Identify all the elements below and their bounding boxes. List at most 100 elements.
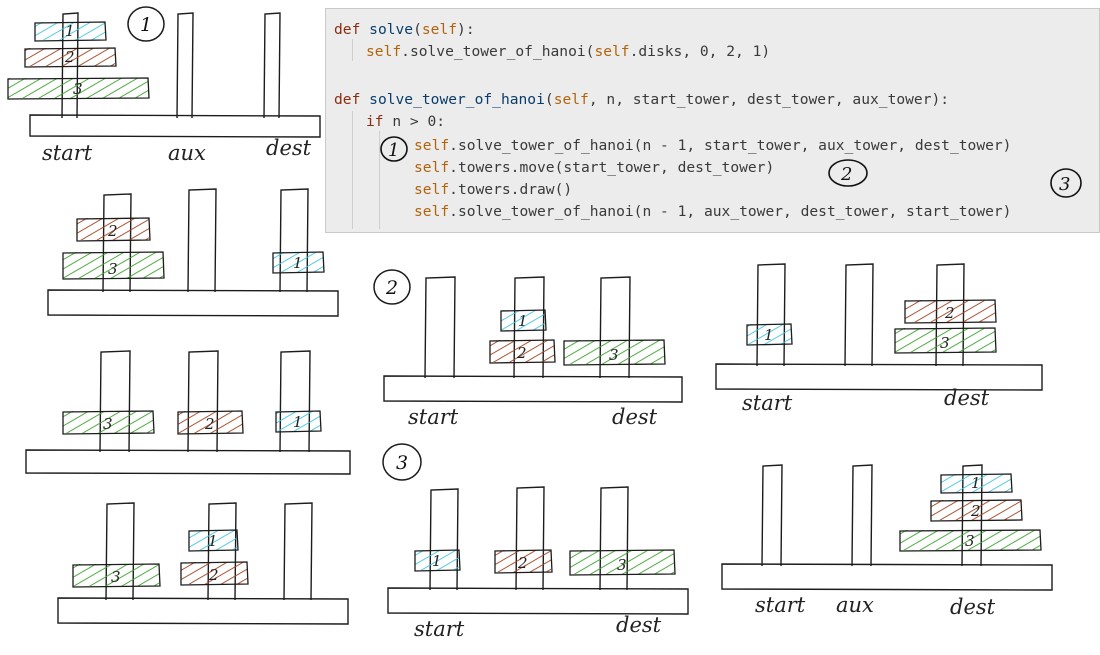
disk-3-label: 3: [103, 415, 113, 433]
disk-outline: [272, 251, 325, 274]
disk-2-label: 2: [107, 222, 118, 240]
disk-3: [894, 327, 997, 354]
disk-outline: [76, 217, 151, 242]
tower-peg: [263, 12, 281, 119]
label-dest: dest: [944, 386, 990, 410]
disk-outline: [746, 323, 793, 346]
step-marker-1-circle: [380, 136, 408, 162]
label-start: start: [408, 405, 459, 429]
code-text: (: [413, 21, 422, 38]
disk-hatch: [35, 22, 105, 40]
keyword-def: def: [334, 21, 361, 38]
code-text: .towers.move(start_tower, dest_tower): [449, 159, 775, 176]
disk-1-label: 1: [293, 413, 303, 431]
disk-3: [563, 339, 666, 366]
step-marker-3-circle: [1050, 168, 1082, 198]
disk-hatch: [63, 252, 163, 278]
disk-3-label: 3: [617, 556, 627, 574]
tower-peg: [851, 464, 873, 567]
tower-peg: [105, 502, 135, 601]
disk-hatch: [931, 500, 1021, 520]
code-text: n > 0:: [383, 113, 446, 130]
tower-peg: [61, 12, 79, 119]
tower-base: [387, 587, 689, 615]
disk-2-label: 2: [517, 554, 528, 572]
disk-hatch: [181, 562, 247, 584]
disk-2-label: 2: [516, 344, 527, 362]
label-start: start: [742, 391, 793, 415]
step-marker-2-circle: [828, 159, 868, 187]
disk-outline: [899, 529, 1042, 552]
disk-2: [494, 549, 553, 574]
disk-2-label: 2: [944, 304, 955, 322]
disk-hatch: [63, 411, 153, 433]
disk-2: [489, 339, 556, 364]
tower-base: [29, 114, 321, 138]
disk-3-label: 3: [940, 334, 950, 352]
disk-outline: [24, 47, 117, 68]
disk-1-label: 1: [65, 22, 75, 40]
step-marker-label: 1: [140, 14, 152, 36]
indent-guide: [379, 131, 380, 229]
disk-hatch: [501, 310, 545, 330]
tower-peg: [429, 488, 459, 591]
disk-outline: [569, 549, 676, 576]
label-aux: aux: [168, 141, 206, 165]
disk-3: [62, 410, 155, 435]
disk-1: [500, 309, 547, 332]
disk-hatch: [276, 411, 320, 431]
tower-peg: [935, 263, 965, 367]
self-keyword: self: [366, 43, 402, 60]
tower-base: [721, 563, 1053, 591]
function-name: solve: [369, 21, 414, 38]
code-text: (: [544, 91, 554, 108]
step-marker-circle: [373, 269, 411, 305]
indent-guide: [352, 111, 353, 229]
self-keyword: self: [421, 21, 458, 38]
disk-outline: [275, 410, 322, 433]
disk-1: [275, 410, 322, 433]
code-line-7: self.towers.draw(): [414, 181, 572, 198]
step-marker-3-label: 3: [1059, 174, 1070, 195]
step-marker-2-label: 2: [840, 164, 852, 185]
code-text: .solve_tower_of_hanoi(n - 1, aux_tower, …: [449, 203, 1012, 220]
disk-hatch: [495, 550, 551, 572]
tower-peg: [283, 502, 313, 601]
disk-hatch: [490, 340, 554, 362]
self-keyword: self: [414, 137, 450, 154]
disk-hatch: [941, 474, 1011, 492]
tower-peg: [513, 276, 545, 379]
disk-1: [34, 21, 107, 42]
label-dest: dest: [616, 613, 662, 637]
disk-outline: [894, 327, 997, 354]
disk-hatch: [564, 340, 664, 364]
code-line-4: if n > 0:: [366, 113, 445, 130]
tower-base: [57, 597, 349, 625]
disk-1-label: 1: [971, 474, 981, 492]
tower-peg: [515, 486, 545, 591]
disk-1: [272, 251, 325, 274]
disk-outline: [904, 299, 997, 324]
label-dest: dest: [612, 405, 658, 429]
self-keyword: self: [414, 203, 450, 220]
disk-3-label: 3: [609, 346, 619, 364]
disk-1: [414, 549, 461, 572]
disk-1-label: 1: [432, 552, 442, 570]
disk-outline: [188, 529, 239, 552]
disk-2: [177, 410, 244, 435]
tower-base: [47, 289, 339, 317]
step-marker-1-label: 1: [388, 140, 399, 161]
disk-1-label: 1: [293, 254, 303, 272]
disk-3-label: 3: [108, 260, 118, 278]
disk-2-label: 2: [208, 566, 219, 584]
tower-peg: [599, 276, 631, 379]
disk-outline: [563, 339, 666, 366]
tower-peg: [961, 464, 983, 567]
code-line-6: self.towers.move(start_tower, dest_tower…: [414, 159, 774, 176]
disk-hatch: [905, 300, 995, 322]
disk-2-label: 2: [204, 415, 215, 433]
disk-3: [7, 77, 150, 100]
code-text: .solve_tower_of_hanoi(n - 1, start_tower…: [449, 137, 1012, 154]
disk-1: [940, 473, 1013, 494]
code-line-8: self.solve_tower_of_hanoi(n - 1, aux_tow…: [414, 203, 1011, 220]
